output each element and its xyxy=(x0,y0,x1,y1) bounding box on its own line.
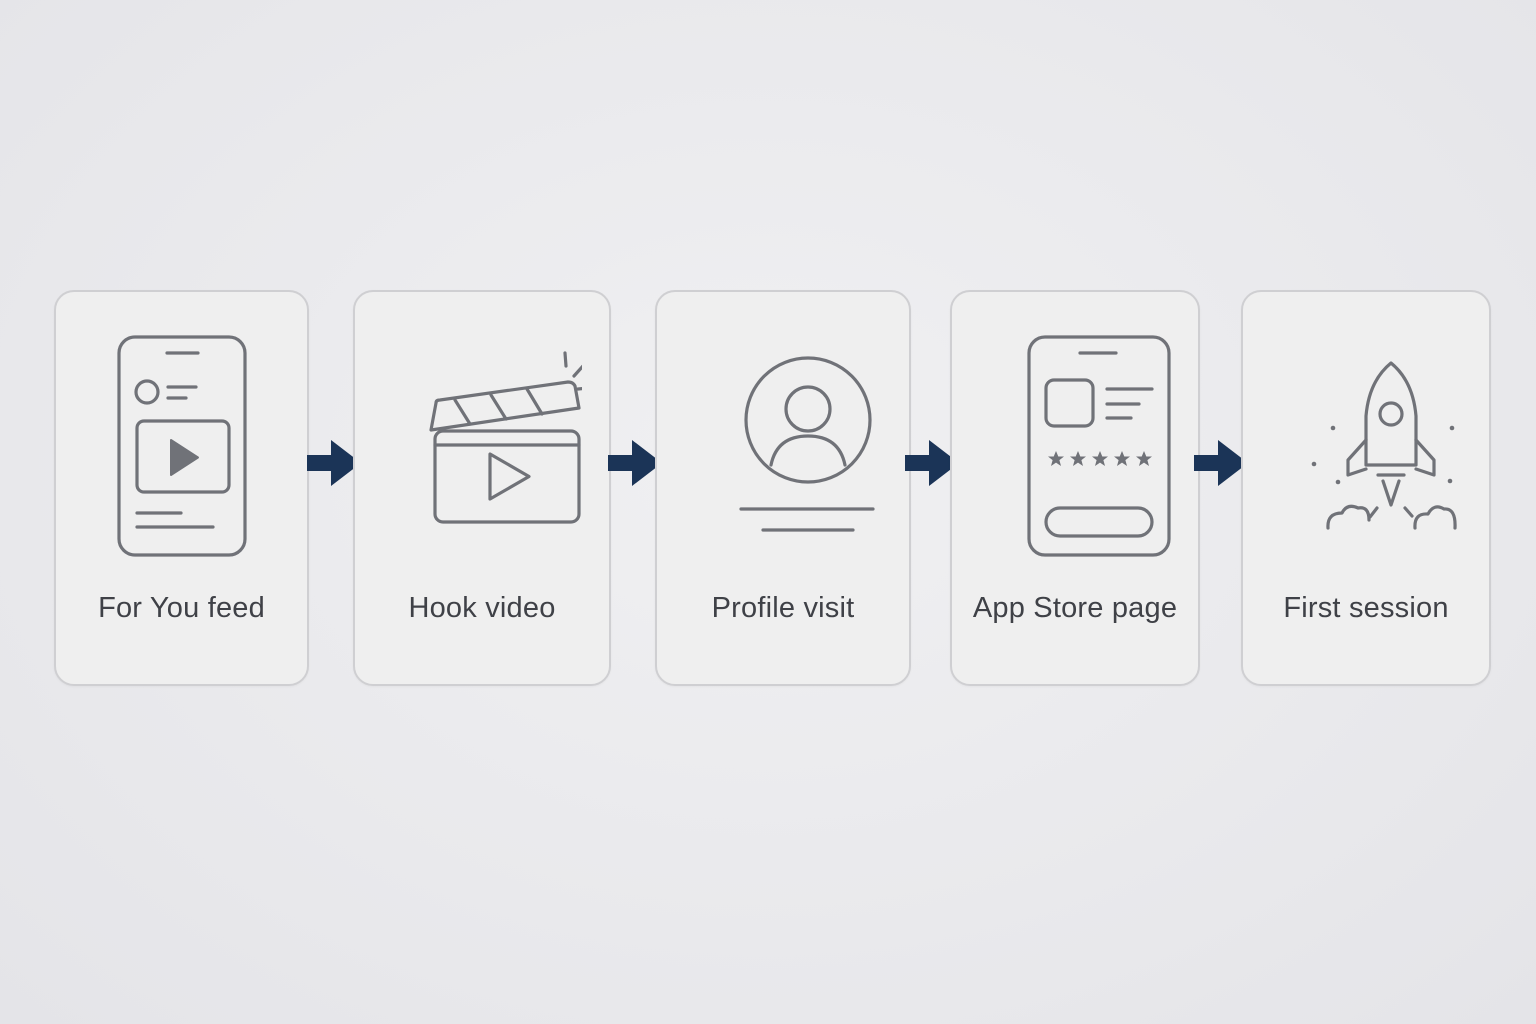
flow-arrow-icon xyxy=(305,438,363,488)
clapperboard-icon xyxy=(382,332,582,562)
flow-arrow-icon xyxy=(606,438,664,488)
step-label: App Store page xyxy=(972,592,1178,624)
step-label: Hook video xyxy=(408,592,556,624)
step-card-first-session: First session xyxy=(1241,290,1491,686)
step-card-profile-visit: Profile visit xyxy=(655,290,911,686)
phone-feed-icon xyxy=(82,332,282,562)
step-card-hook-video: Hook video xyxy=(353,290,611,686)
flow-arrow-icon xyxy=(903,438,961,488)
step-label: For You feed xyxy=(98,592,265,624)
step-card-app-store-page: App Store page xyxy=(950,290,1200,686)
flow-arrow-icon xyxy=(1192,438,1250,488)
step-label: First session xyxy=(1283,592,1449,624)
app-store-page-icon xyxy=(975,332,1175,562)
rocket-icon xyxy=(1266,332,1466,562)
step-card-for-you-feed: For You feed xyxy=(54,290,309,686)
profile-icon xyxy=(683,332,883,562)
step-label: Profile visit xyxy=(711,592,855,624)
